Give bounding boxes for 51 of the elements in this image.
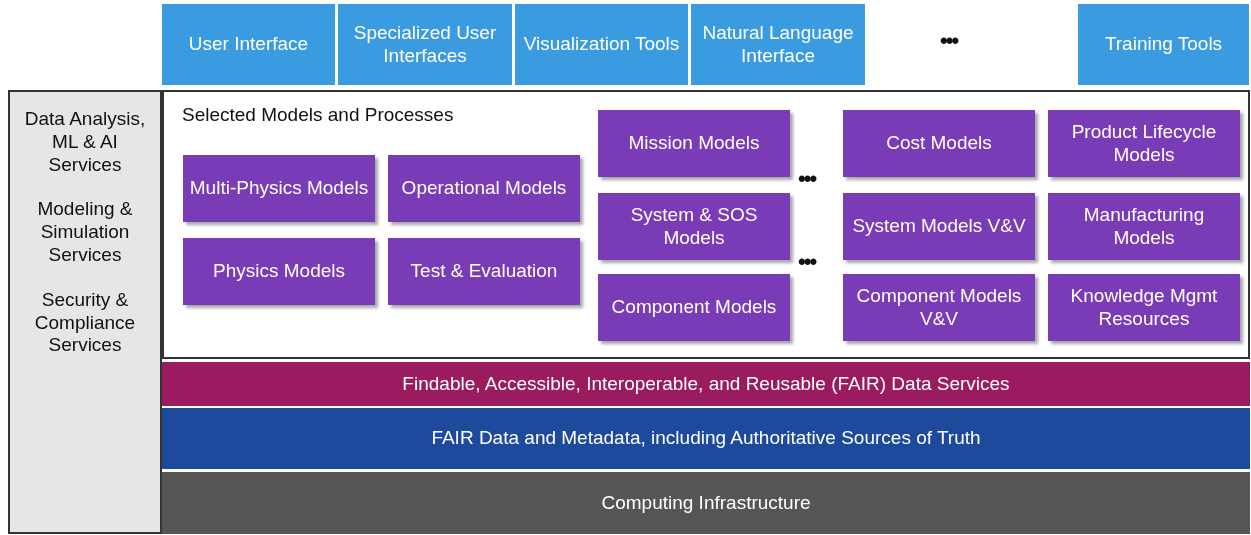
box-label: Manufacturing Models [1082, 203, 1206, 250]
box-label: Visualization Tools [522, 33, 681, 56]
model-box [598, 193, 790, 260]
model-box [183, 155, 375, 222]
ellipsis-mark: ••• [798, 166, 816, 192]
interface-tile [691, 4, 865, 85]
model-box [843, 193, 1035, 260]
model-box [843, 274, 1035, 341]
box-label: User Interface [187, 33, 310, 56]
models-panel [162, 90, 1250, 359]
model-box [1048, 274, 1240, 341]
model-box [1048, 193, 1240, 260]
box-label: Cost Models [885, 132, 993, 155]
model-box [843, 110, 1035, 177]
interface-tile [515, 4, 688, 85]
box-label: Computing Infrastructure [600, 491, 812, 515]
service-label: Modeling & Simulation Services [36, 198, 134, 267]
service-label: Security & Compliance Services [33, 288, 137, 358]
model-box [598, 110, 790, 177]
model-box [388, 238, 580, 305]
model-box [388, 155, 580, 222]
box-label: FAIR Data and Metadata, including Authoritative Sources of Truth [430, 427, 982, 450]
box-label: Component Models V&V [855, 284, 1023, 331]
interface-tile [338, 4, 512, 85]
box-label: Mission Models [627, 132, 761, 155]
box-label: Training Tools [1103, 33, 1224, 56]
model-box [598, 274, 790, 341]
panel-heading: Selected Models and Processes [181, 104, 455, 127]
interface-tile [162, 4, 335, 85]
box-label: Knowledge Mgmt Resources [1069, 284, 1219, 331]
box-label: Specialized User Interfaces [352, 21, 498, 68]
ellipsis-mark: ••• [798, 249, 816, 275]
box-label: Product Lifecycle Models [1070, 120, 1218, 167]
layer-band [162, 408, 1250, 469]
box-label: Test & Evaluation [409, 260, 559, 283]
layer-band [162, 472, 1250, 534]
model-box [1048, 110, 1240, 177]
services-sidebar [8, 90, 162, 534]
box-label: Findable, Accessible, Interoperable, and Reusable (FAIR) Data Services [401, 372, 1011, 396]
box-label: Physics Models [212, 260, 346, 283]
service-label: Data Analysis, ML & AI Services [23, 108, 147, 177]
box-label: System & SOS Models [629, 203, 759, 250]
model-box [183, 238, 375, 305]
ellipsis-mark: ••• [940, 28, 958, 54]
box-label: System Models V&V [851, 215, 1027, 238]
box-label: Natural Language Interface [701, 21, 855, 68]
layer-band [162, 362, 1250, 406]
box-label: Component Models [610, 296, 778, 319]
box-label: Multi-Physics Models [188, 177, 370, 200]
box-label: Operational Models [400, 177, 568, 200]
interface-tile [1078, 4, 1249, 85]
